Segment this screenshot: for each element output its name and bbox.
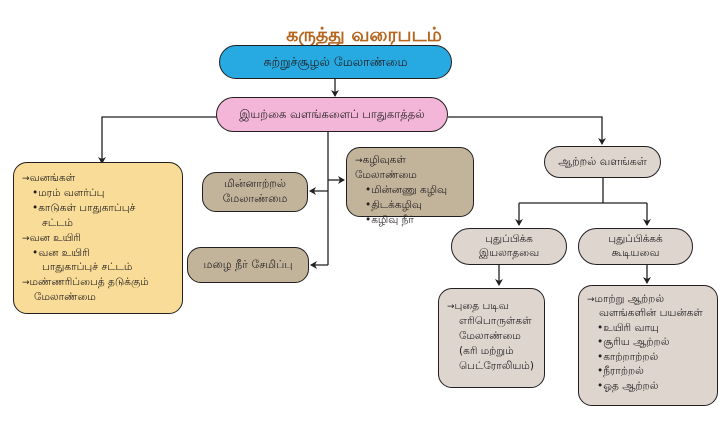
nonrenewable-line2: இயலாதவை bbox=[478, 246, 540, 259]
forest-item: பாதுகாப்புச் சட்டம் bbox=[42, 261, 133, 274]
alt-energy-item: நீராற்றல் bbox=[587, 364, 709, 378]
alt-energy-heading: மாற்று ஆற்றல் bbox=[587, 292, 709, 306]
root-node-label: சுற்றுச்சூழல் மேலாண்மை bbox=[263, 53, 408, 69]
renewable-node: புதுப்பிக்கக் கூடியவை bbox=[578, 228, 693, 265]
waste-item: கழிவு நீர் bbox=[355, 213, 465, 228]
arrow-to-forest bbox=[98, 116, 217, 164]
forest-item: காடுகள் பாதுகாப்புச் bbox=[22, 201, 174, 216]
forest-item: மண்ணரிப்பைத் தடுக்கும் bbox=[22, 275, 174, 290]
alt-energy-item: காற்றாற்றல் bbox=[587, 350, 709, 364]
rainwater-node: மழை நீர் சேமிப்பு bbox=[187, 247, 309, 283]
energy-split bbox=[519, 178, 647, 204]
alt-energy-item: சூரிய ஆற்றல் bbox=[587, 335, 709, 349]
forest-item: வன உயிரி bbox=[22, 246, 174, 261]
rainwater-label: மழை நீர் சேமிப்பு bbox=[203, 257, 293, 271]
waste-node: கழிவுகள் மேலாண்மை மின்னணு கழிவு திடக்கழி… bbox=[346, 147, 474, 226]
waste-heading: கழிவுகள் மேலாண்மை bbox=[355, 153, 465, 183]
waste-item: திடக்கழிவு bbox=[355, 198, 465, 213]
renewable-line2: கூடியவை bbox=[611, 246, 660, 259]
energy-label: ஆற்றல் வளங்கள் bbox=[558, 154, 647, 168]
waste-item: மின்னணு கழிவு bbox=[355, 183, 465, 198]
natural-resources-node: இயற்கை வளங்களைப் பாதுகாத்தல் bbox=[216, 97, 448, 132]
forest-node: வனங்கள் மரம் வளர்ப்பு காடுகள் பாதுகாப்பு… bbox=[13, 162, 183, 314]
fossil-fuel-node: புதை படிவ எரிபொருள்கள் மேலாண்மை (கரி மற்… bbox=[438, 288, 545, 388]
alt-energy-item: உயிரி வாயு bbox=[587, 321, 709, 335]
fossil-line: பெட்ரோலியம்) bbox=[459, 359, 534, 372]
forest-item: வனங்கள் bbox=[22, 171, 174, 186]
fossil-line: (கரி மற்றும் bbox=[459, 344, 514, 357]
renewable-line1: புதுப்பிக்கக் bbox=[608, 232, 663, 245]
natural-resources-label: இயற்கை வளங்களைப் பாதுகாத்தல் bbox=[239, 106, 425, 121]
arrow-to-energy bbox=[448, 116, 606, 145]
alt-energy-node: மாற்று ஆற்றல் வளங்களின் பயன்கள் உயிரி வா… bbox=[578, 285, 718, 406]
nonrenewable-node: புதுப்பிக்க இயலாதவை bbox=[451, 228, 567, 265]
fossil-line: மேலாண்மை bbox=[459, 329, 521, 342]
nonrenewable-line1: புதுப்பிக்க bbox=[485, 232, 533, 245]
diagram-title: கருத்து வரைபடம் bbox=[286, 24, 442, 46]
fossil-line: எரிபொருள்கள் bbox=[459, 314, 532, 327]
forest-item: சட்டம் bbox=[42, 216, 73, 229]
forest-item: மேலாண்மை bbox=[34, 291, 96, 304]
forest-item: மரம் வளர்ப்பு bbox=[22, 186, 174, 201]
root-node: சுற்றுச்சூழல் மேலாண்மை bbox=[219, 45, 452, 79]
energy-node: ஆற்றல் வளங்கள் bbox=[544, 146, 661, 178]
alt-energy-heading-cont: வளங்களின் பயன்கள் bbox=[599, 307, 703, 320]
electricity-line1: மின்னாற்றல் bbox=[223, 177, 286, 191]
fossil-heading: புதை படிவ bbox=[447, 299, 536, 314]
forest-item: வன உயிரி bbox=[22, 231, 174, 246]
electricity-node: மின்னாற்றல் மேலாண்மை bbox=[202, 172, 308, 212]
alt-energy-item: ஓத ஆற்றல் bbox=[587, 379, 709, 393]
electricity-line2: மேலாண்மை bbox=[222, 192, 288, 205]
